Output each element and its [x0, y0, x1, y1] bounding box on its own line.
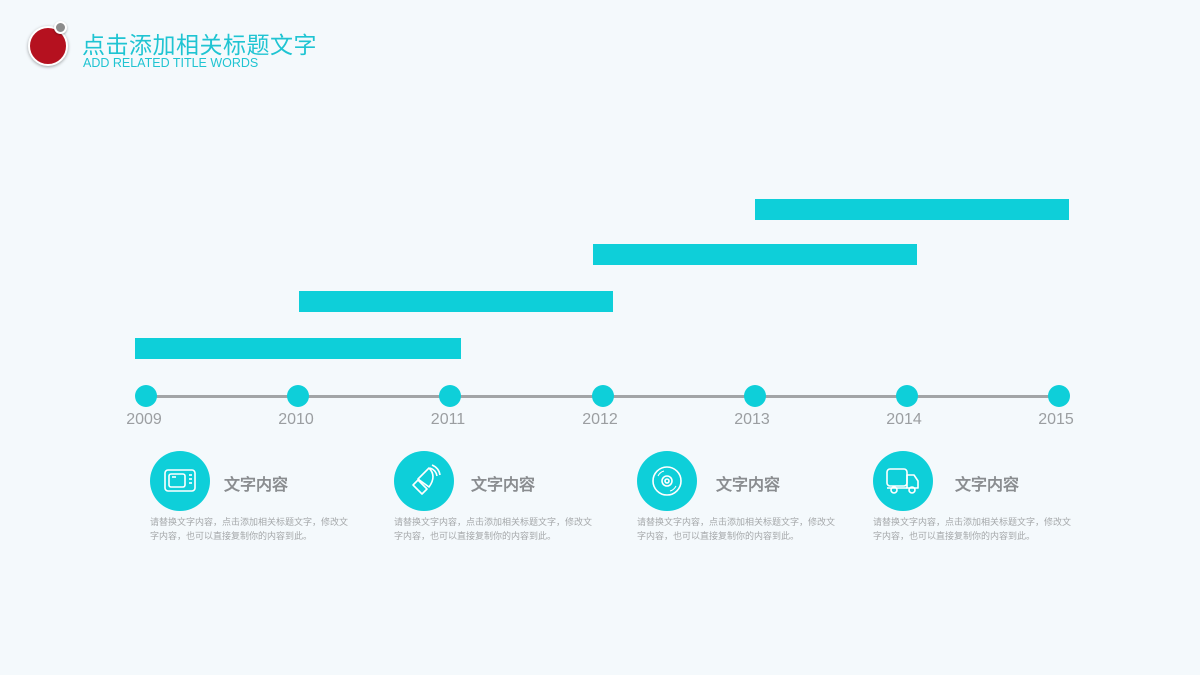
- info-card-4: 文字内容 请替换文字内容，点击添加相关标题文字，修改文字内容，也可以直接复制你的…: [873, 451, 1073, 571]
- info-card-2: 文字内容 请替换文字内容，点击添加相关标题文字，修改文字内容，也可以直接复制你的…: [394, 451, 594, 571]
- year-label: 2014: [886, 411, 922, 428]
- year-label: 2010: [278, 411, 314, 428]
- info-card-1: 文字内容 请替换文字内容，点击添加相关标题文字，修改文字内容，也可以直接复制你的…: [150, 451, 350, 571]
- card-title: 文字内容: [955, 475, 1020, 494]
- card-description: 请替换文字内容，点击添加相关标题文字，修改文字内容，也可以直接复制你的内容到此。: [150, 518, 349, 542]
- card-title: 文字内容: [471, 475, 536, 494]
- card-description: 请替换文字内容，点击添加相关标题文字，修改文字内容，也可以直接复制你的内容到此。: [394, 518, 593, 542]
- disc-icon: [637, 451, 697, 511]
- timeline-dot-2015: [1048, 385, 1070, 407]
- timeline-bar-4: [755, 199, 1069, 220]
- card-title: 文字内容: [716, 475, 781, 494]
- year-label: 2011: [430, 411, 466, 428]
- timeline-dot-2010: [287, 385, 309, 407]
- timeline-dot-2012: [592, 385, 614, 407]
- card-description: 请替换文字内容，点击添加相关标题文字，修改文字内容，也可以直接复制你的内容到此。: [637, 518, 836, 542]
- year-label: 2012: [582, 411, 618, 428]
- timeline-bar-1: [135, 338, 461, 359]
- logo-gray-dot: [54, 21, 67, 34]
- timeline-dot-2014: [896, 385, 918, 407]
- year-label: 2013: [734, 411, 770, 428]
- year-label: 2015: [1038, 411, 1074, 428]
- card-title: 文字内容: [224, 475, 289, 494]
- page-title: 点击添加相关标题文字: [82, 33, 317, 59]
- timeline-bar-3: [593, 244, 917, 265]
- truck-icon: [873, 451, 933, 511]
- timeline-dot-2011: [439, 385, 461, 407]
- timeline-dot-2013: [744, 385, 766, 407]
- speaker-icon: [394, 451, 454, 511]
- year-label: 2009: [126, 411, 162, 428]
- timeline-bar-2: [299, 291, 613, 312]
- info-card-3: 文字内容 请替换文字内容，点击添加相关标题文字，修改文字内容，也可以直接复制你的…: [637, 451, 837, 571]
- timeline-dot-2009: [135, 385, 157, 407]
- page-subtitle: ADD RELATED TITLE WORDS: [83, 56, 259, 70]
- card-description: 请替换文字内容，点击添加相关标题文字，修改文字内容，也可以直接复制你的内容到此。: [873, 518, 1072, 542]
- tv-icon: [150, 451, 210, 511]
